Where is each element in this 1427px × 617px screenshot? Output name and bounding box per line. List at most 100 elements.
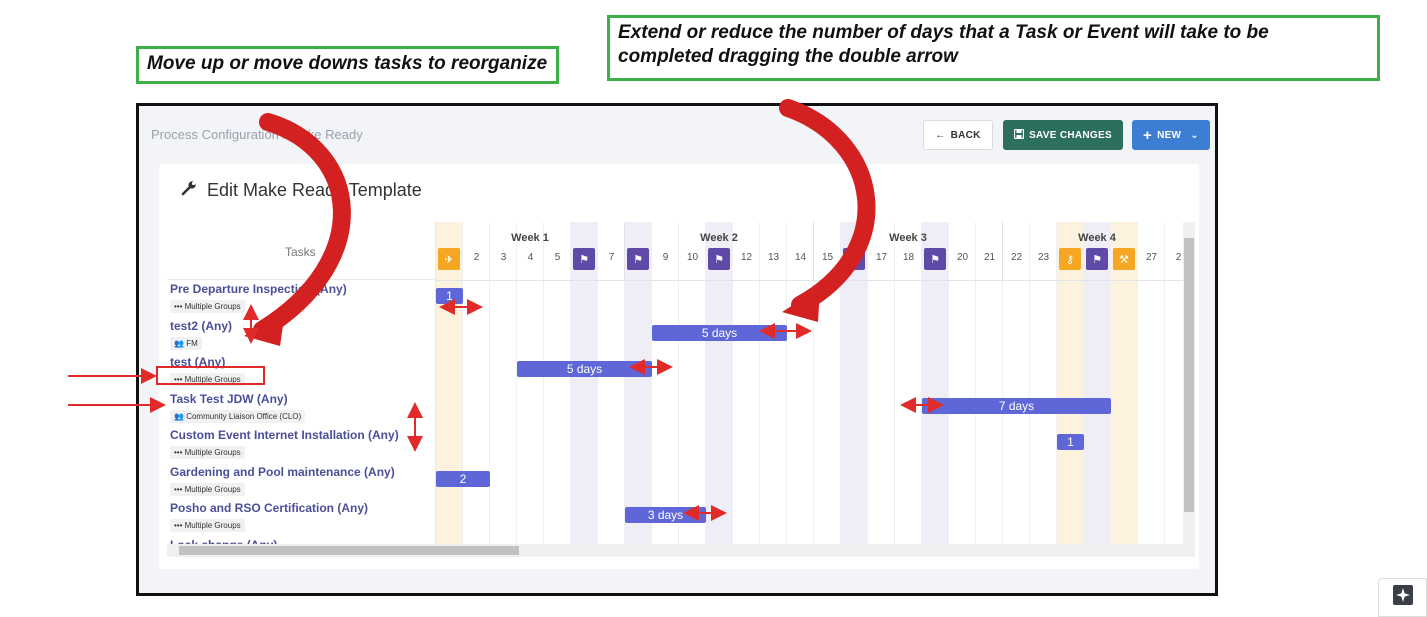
task-name[interactable]: Gardening and Pool maintenance (Any) (170, 464, 395, 479)
task-group: ••• Multiple Groups (170, 482, 245, 496)
day-label: 15 (821, 252, 834, 263)
task-bar[interactable]: 2 (436, 470, 490, 487)
day-column: 12 (733, 222, 760, 552)
horizontal-scroll-thumb[interactable] (179, 546, 519, 555)
new-button[interactable]: + NEW ⌄ (1132, 120, 1210, 150)
week-separator (624, 222, 625, 280)
task-name[interactable]: test (Any) (170, 355, 226, 369)
vertical-scroll-thumb[interactable] (1184, 238, 1194, 512)
users-icon: 👥 (174, 338, 187, 348)
day-label: 22 (1010, 252, 1023, 263)
task-bar[interactable]: 1 (1057, 434, 1084, 450)
sparkle-button[interactable] (1378, 578, 1427, 617)
chevron-down-icon: ⌄ (1190, 129, 1199, 141)
app-screenshot-frame: Process Configuration / Make Ready ← BAC… (136, 103, 1218, 596)
template-card: Edit Make Ready Template Tasks Pre Depar… (159, 164, 1199, 569)
day-label: 2 (473, 252, 480, 263)
task-bar[interactable]: 3 days (625, 507, 706, 523)
flag-icon: ⚑ (843, 248, 865, 270)
day-column: 13 (760, 222, 787, 552)
task-name[interactable]: Pre Departure Inspection (Any) (170, 282, 347, 296)
flag-icon: ⚑ (1086, 248, 1108, 270)
users-icon: 👥 (174, 411, 187, 421)
task-name[interactable]: test2 (Any) (170, 318, 233, 333)
day-column: ⚑ (922, 222, 949, 552)
task-name[interactable]: Task Test JDW (Any) (170, 391, 288, 406)
day-column: 9 (652, 222, 679, 552)
task-group: ••• Multiple Groups (170, 446, 245, 459)
header-divider (436, 280, 1183, 281)
day-column: 22 (1003, 222, 1030, 552)
day-column: 23 (1030, 222, 1057, 552)
task-name[interactable]: Posho and RSO Certification (Any) (170, 501, 369, 515)
task-group-label: ••• Multiple Groups (174, 375, 241, 384)
task-row[interactable]: Custom Event Internet Installation (Any)… (170, 428, 399, 460)
breadcrumb[interactable]: Process Configuration / Make Ready (151, 127, 363, 142)
day-column: 20 (949, 222, 976, 552)
day-label: 14 (794, 252, 807, 263)
arrow-left-icon: ← (935, 129, 946, 141)
day-label: 13 (767, 252, 780, 263)
day-column: 2 (1165, 222, 1183, 552)
day-column: 3 (490, 222, 517, 552)
save-changes-button[interactable]: SAVE CHANGES (1003, 120, 1123, 150)
plane-icon: ✈ (438, 248, 460, 270)
day-label: 18 (902, 252, 915, 263)
day-column: ⚷ (1057, 222, 1084, 552)
day-column: 27 (1138, 222, 1165, 552)
day-label: 3 (500, 252, 507, 263)
save-changes-label: SAVE CHANGES (1029, 129, 1112, 141)
task-group-label: ••• Multiple Groups (174, 521, 241, 530)
task-group-label: Community Liaison Office (CLO) (186, 411, 302, 421)
day-label: 9 (662, 252, 669, 263)
key-icon: ⚷ (1059, 248, 1081, 270)
page-title-text: Edit Make Ready Template (207, 180, 422, 200)
day-label: 27 (1145, 252, 1158, 263)
flag-icon: ⚑ (573, 248, 595, 270)
wrench-icon (181, 180, 197, 201)
day-label: 7 (608, 252, 615, 263)
day-column: 17 (868, 222, 895, 552)
task-bar[interactable]: 5 days (517, 361, 652, 377)
sparkle-icon (1392, 584, 1414, 611)
day-column: 5 (544, 222, 571, 552)
flag-icon: ⚑ (924, 248, 946, 270)
flag-icon: ⚑ (627, 248, 649, 270)
task-group-label: ••• Multiple Groups (174, 302, 241, 311)
task-row[interactable]: Gardening and Pool maintenance (Any) ••• … (170, 465, 395, 497)
callout-reorganize: Move up or move downs tasks to reorganiz… (136, 46, 559, 84)
back-button-label: BACK (950, 129, 981, 141)
callout-extend-days: Extend or reduce the number of days that… (607, 15, 1380, 81)
task-bar[interactable]: 1 (436, 288, 463, 304)
day-column: 18 (895, 222, 922, 552)
task-group: ••• Multiple Groups (170, 519, 245, 532)
worker-icon: ⚒ (1113, 248, 1135, 270)
day-column: ⚒ (1111, 222, 1138, 552)
horizontal-scrollbar[interactable] (167, 544, 1195, 557)
task-row[interactable]: Pre Departure Inspection (Any) ••• Multip… (170, 282, 347, 314)
task-name[interactable]: Custom Event Internet Installation (Any) (170, 428, 399, 442)
vertical-scrollbar[interactable] (1183, 222, 1195, 552)
day-label: 23 (1037, 252, 1050, 263)
back-button[interactable]: ← BACK (923, 120, 993, 150)
floppy-icon (1013, 128, 1025, 142)
day-column: 14 (787, 222, 814, 552)
task-row[interactable]: Task Test JDW (Any) 👥 Community Liaison O… (170, 391, 306, 424)
day-label: 12 (740, 252, 753, 263)
task-row[interactable]: test (Any) ••• Multiple Groups (170, 355, 245, 387)
day-column: ⚑ (1084, 222, 1111, 552)
day-column: 15 (814, 222, 841, 552)
week-label: Week 3 (889, 232, 927, 244)
day-column: 10 (679, 222, 706, 552)
task-bar[interactable]: 7 days (922, 397, 1111, 414)
task-group: ••• Multiple Groups (170, 373, 245, 386)
task-row[interactable]: test2 (Any) 👥 FM (170, 319, 232, 351)
task-group-label: ••• Multiple Groups (174, 448, 241, 457)
task-bar[interactable]: 5 days (652, 324, 787, 341)
task-row[interactable]: Posho and RSO Certification (Any) ••• Mul… (170, 501, 368, 533)
day-label: 21 (983, 252, 996, 263)
day-label: 10 (686, 252, 699, 263)
task-group-label: FM (186, 338, 198, 348)
day-column: ⚑ (706, 222, 733, 552)
